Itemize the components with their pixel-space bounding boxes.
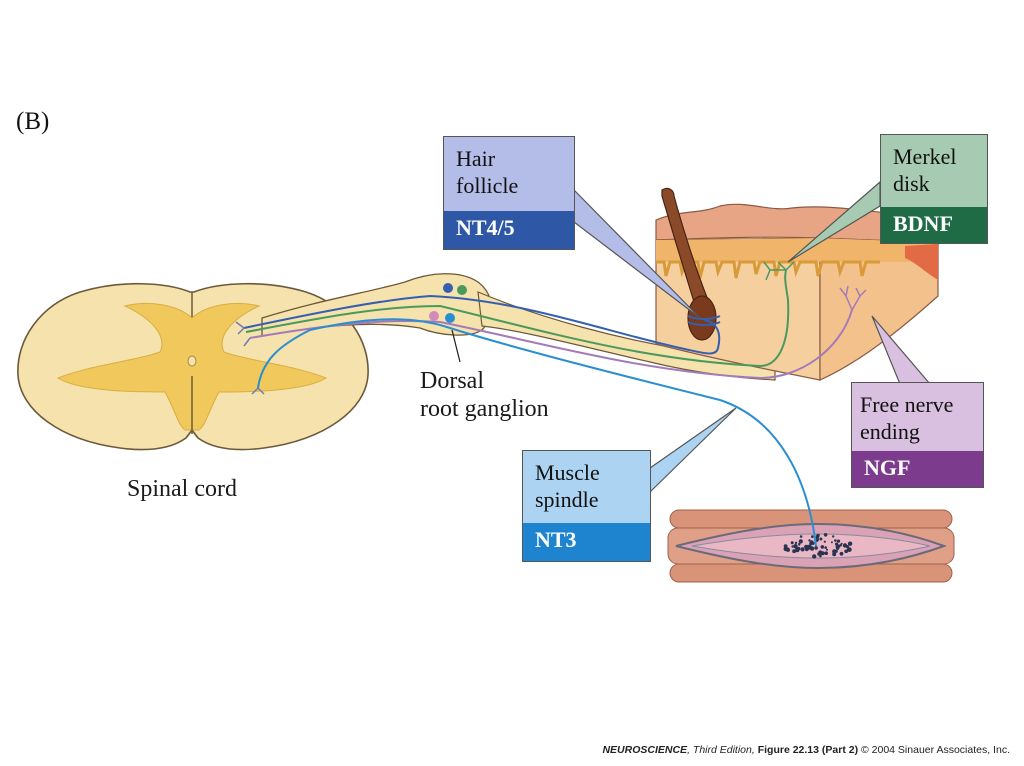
spindle-ending-dot: [824, 546, 827, 549]
spindle-ending-dot: [791, 545, 794, 548]
ganglion-label-line2: root ganglion: [420, 396, 549, 422]
spindle-ending-dot: [834, 549, 838, 553]
spindle-ending-dot: [830, 541, 833, 544]
central-terminals: [235, 321, 265, 395]
merkel-callout-line1: Merkel: [893, 144, 957, 169]
spindle-ending-dot: [798, 543, 801, 546]
axon-merkel: [245, 269, 790, 368]
spindle-ending-dot: [845, 550, 848, 553]
free-ending-branches: [839, 285, 867, 311]
spindle-ending-dot: [847, 541, 853, 546]
muscle-callout-line2: spindle: [535, 487, 599, 512]
hair-callout-name: Hair follicle: [444, 137, 574, 199]
credit-book: NEUROSCIENCE: [602, 744, 688, 756]
spindle-ending-dot: [840, 542, 843, 545]
credit-edition: , Third Edition,: [687, 744, 758, 756]
free-callout-factor: NGF: [852, 451, 983, 487]
merkel-branches: [763, 261, 795, 281]
hair-follicle-callout: Hair follicle NT4/5: [443, 136, 575, 250]
axon-hair: [243, 294, 721, 355]
merkel-callout-name: Merkel disk: [881, 135, 987, 197]
spindle-ending-dot: [820, 545, 825, 549]
ganglion-label-line1: Dorsal: [420, 368, 484, 394]
spindle-ending-dot: [804, 547, 809, 552]
spindle-ending-dot: [800, 547, 805, 552]
merkel-callout-line2: disk: [893, 171, 930, 196]
spindle-ending-dot: [790, 541, 794, 545]
spindle-ending-dot: [826, 548, 828, 551]
ganglion-cells: [429, 283, 467, 323]
muscle-spindle-callout: Muscle spindle NT3: [522, 450, 651, 562]
muscle-callout-factor: NT3: [523, 523, 650, 561]
axon-free: [249, 309, 853, 380]
axon-muscle: [257, 318, 817, 547]
spindle-ending-dot: [823, 533, 828, 537]
hair-follicle-wrap: [687, 315, 721, 326]
spindle-ending-dot: [839, 551, 844, 556]
peripheral-nerve-sheath: [477, 291, 776, 381]
spindle-ending-dot: [786, 547, 790, 552]
free-nerve-ending-callout: Free nerve ending NGF: [851, 382, 984, 488]
epidermis-band: [656, 238, 938, 262]
hair-shaft: [661, 187, 709, 303]
credit-copyright: © 2004 Sinauer Associates, Inc.: [858, 744, 1010, 756]
skin-side-edge: [905, 244, 938, 280]
spindle-ending-dot: [795, 548, 800, 553]
spindle-ending-dot: [832, 535, 835, 538]
spindle-ending-dot: [836, 539, 841, 543]
spindle-ending-dot: [811, 535, 814, 538]
muscle-callout-name: Muscle spindle: [523, 451, 650, 513]
spindle-ending-dot: [819, 537, 823, 541]
spindle-ending-dot: [808, 539, 811, 542]
muscle-callout-line1: Muscle: [535, 460, 600, 485]
cell-body-pink: [429, 311, 439, 321]
spindle-ending-dot: [812, 554, 817, 559]
spinal-cord-label: Spinal cord: [127, 476, 237, 502]
spindle-ending-dot: [810, 540, 814, 543]
panel-letter: (B): [16, 108, 50, 135]
spindle-ending-dot: [844, 544, 847, 547]
free-callout-line1: Free nerve: [860, 392, 954, 417]
spindle-ending-dot: [823, 540, 826, 543]
free-callout-name: Free nerve ending: [852, 383, 983, 445]
merkel-callout-factor: BDNF: [881, 207, 987, 243]
spindle-ending-dot: [832, 552, 837, 557]
figure-credit: NEUROSCIENCE, Third Edition, Figure 22.1…: [602, 744, 1010, 756]
spindle-ending-dot: [792, 549, 796, 554]
cell-body-lightblue: [445, 313, 455, 323]
cell-body-green: [457, 285, 467, 295]
free-callout-line2: ending: [860, 419, 920, 444]
spindle-ending-dot: [794, 541, 798, 545]
spindle-ending-dot: [814, 546, 818, 550]
spindle-ending-dot: [799, 535, 803, 538]
axons: [235, 261, 867, 547]
credit-figure: Figure 22.13 (Part 2): [757, 744, 859, 756]
hair-callout-factor: NT4/5: [444, 211, 574, 249]
spindle-ending-dot: [816, 533, 820, 538]
spindle-ending-dot: [824, 551, 828, 555]
ganglion-leader: [451, 329, 461, 363]
spindle-ending-dot: [819, 555, 822, 558]
hair-callout-line2: follicle: [456, 173, 519, 198]
cell-body-blue: [443, 283, 453, 293]
central-canal: [187, 355, 197, 367]
spindle-ending-dot: [834, 539, 837, 542]
spindle-ending-dot: [835, 546, 840, 550]
merkel-disk-callout: Merkel disk BDNF: [880, 134, 988, 244]
spindle-ending-dot: [846, 547, 852, 552]
hair-callout-line1: Hair: [456, 146, 496, 171]
spindle-ending-dot: [798, 539, 803, 544]
spindle-ending-dot: [818, 550, 823, 555]
muscle-callout-pointer: [649, 407, 737, 494]
